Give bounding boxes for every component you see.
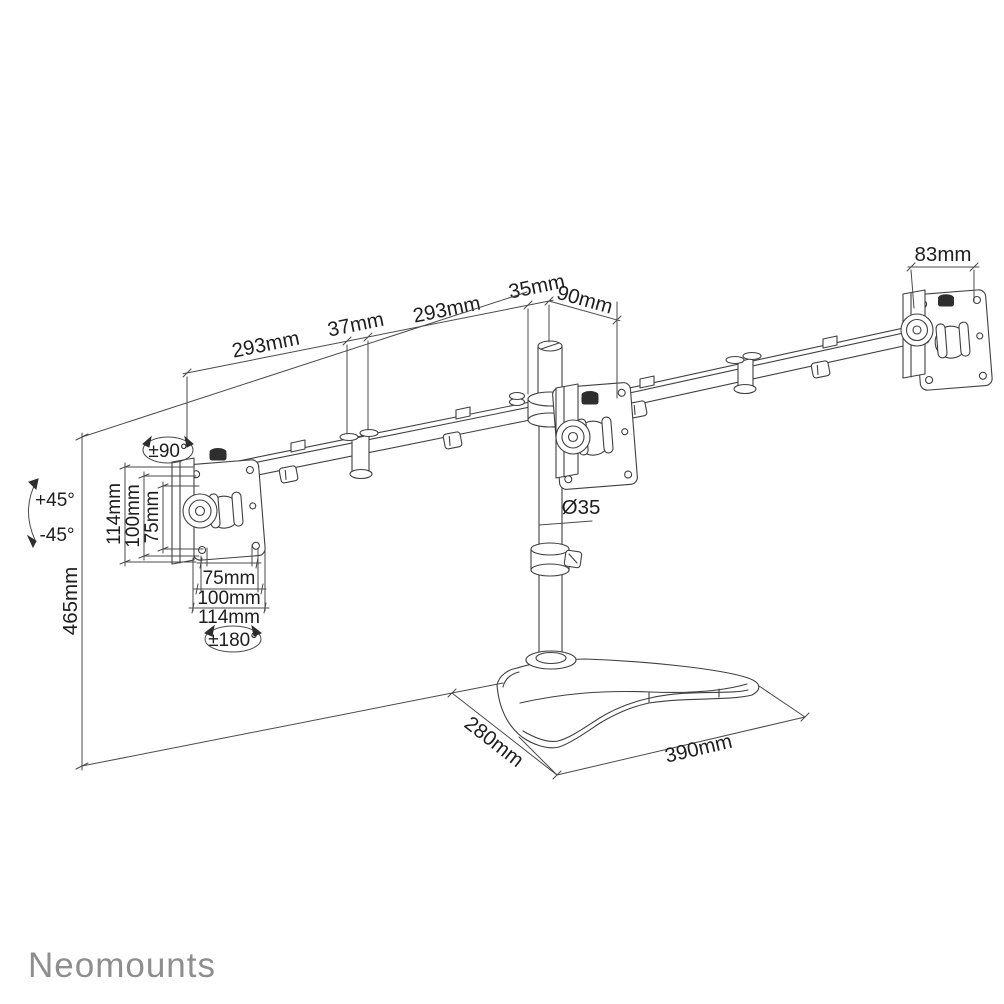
label-swivel-range: ±180° [208, 630, 258, 651]
label-vesa-v-114: 114mm [104, 483, 125, 545]
cable-clips [278, 335, 838, 484]
dimension-head-plate-width: 83mm [906, 243, 980, 309]
label-base-width: 390mm [663, 730, 735, 768]
label-column-height: 465mm [59, 567, 82, 635]
label-vesa-h-75: 75mm [203, 568, 256, 589]
pole-cable-collar [530, 542, 583, 577]
vesa-plate-right [913, 289, 993, 391]
label-head-plate-width: 83mm [915, 243, 972, 266]
label-vesa-h-100: 100mm [197, 588, 260, 609]
vesa-bracket-center [555, 383, 599, 479]
arm-joint-left [339, 428, 379, 480]
vesa-bracket-left [171, 448, 227, 565]
dimension-vesa-vertical: 114mm 100mm 75mm [104, 462, 204, 567]
label-vesa-v-100: 100mm [123, 484, 144, 547]
annotation-tilt-range: +45° -45° [26, 478, 75, 549]
pole-base-boss [525, 650, 577, 670]
label-head-offset: 90mm [554, 281, 615, 318]
annotation-swivel-range: ±180° [204, 624, 262, 653]
dimension-column-height: 465mm [59, 291, 528, 771]
dimension-pole-diameter: Ø35 [538, 496, 601, 526]
label-arm-joint-width: 37mm [326, 308, 386, 342]
arm-joint-right [725, 351, 762, 395]
label-pole-diameter: Ø35 [562, 496, 601, 519]
brand-logo: Neomounts [28, 946, 216, 985]
label-tilt-down: -45° [39, 525, 74, 546]
label-vesa-v-75: 75mm [142, 491, 163, 544]
dimension-vesa-horizontal: 75mm 100mm 114mm [188, 544, 270, 628]
label-vesa-h-114: 114mm [198, 607, 260, 628]
label-rotation-range: ±90° [148, 441, 187, 462]
label-tilt-up: +45° [35, 490, 75, 511]
base [496, 658, 760, 749]
annotation-rotation-range: ±90° [142, 435, 194, 464]
vesa-bracket-right [900, 289, 954, 379]
